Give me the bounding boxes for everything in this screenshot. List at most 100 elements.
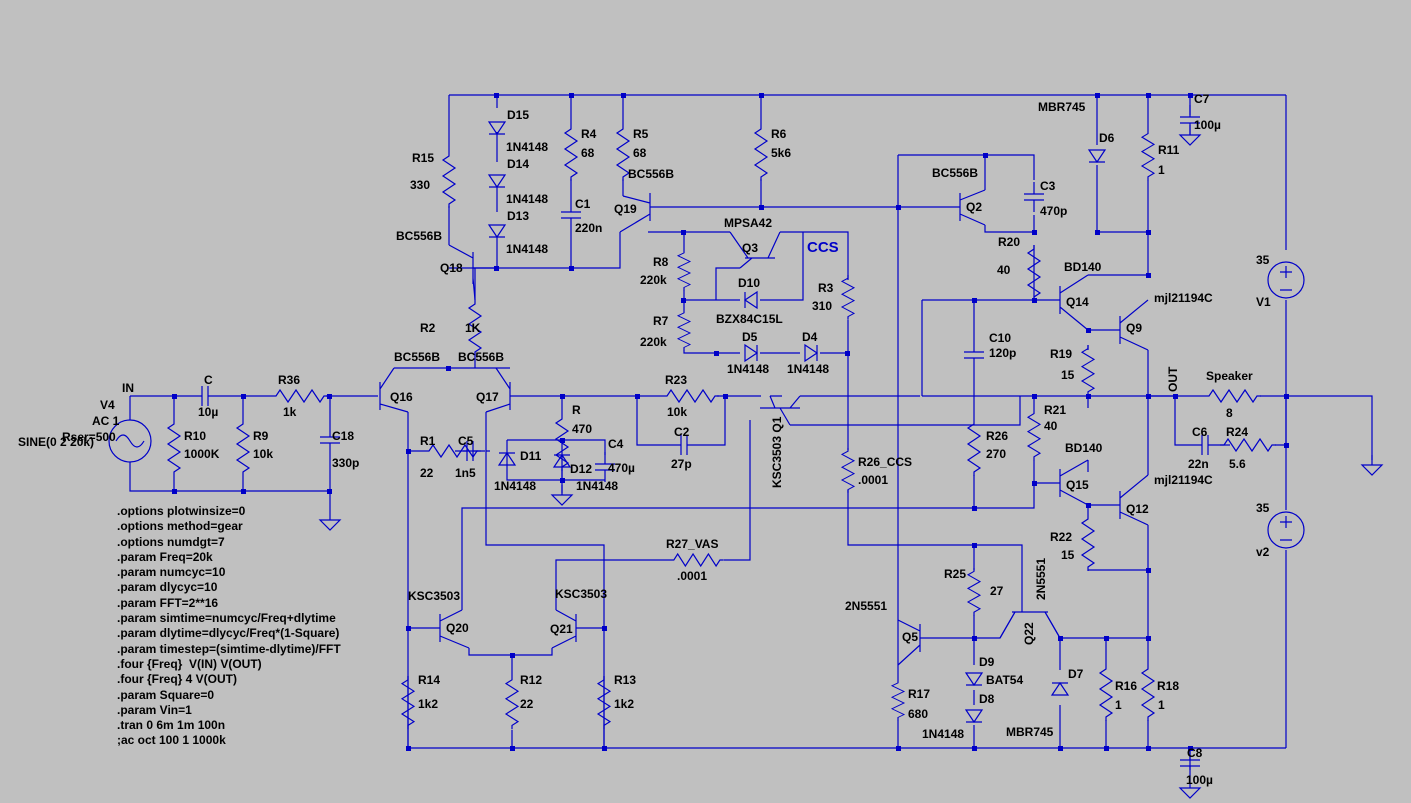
capacitor-c <box>189 385 221 407</box>
transistor-q18 <box>448 244 497 301</box>
d14-value: 1N4148 <box>506 192 548 206</box>
d11-label: D11 <box>520 449 542 463</box>
r3-label: R3 <box>818 281 834 295</box>
directive-line: .param numcyc=10 <box>117 565 226 580</box>
c-label: C <box>204 373 213 387</box>
c10-label: C10 <box>989 331 1011 345</box>
r10-value: 1000K <box>184 447 220 461</box>
r7-label: R7 <box>653 314 669 328</box>
directive-line: .param simtime=numcyc/Freq+dlytime <box>117 611 336 626</box>
q3-value: MPSA42 <box>724 216 772 230</box>
transistor-q17 <box>485 367 511 413</box>
v1-label: V1 <box>1256 295 1271 309</box>
r25-label: R25 <box>944 567 966 581</box>
r20-label: R20 <box>998 235 1020 249</box>
r14-value: 1k2 <box>418 697 438 711</box>
transistor-q22 <box>999 608 1061 639</box>
r22-value: 15 <box>1061 548 1075 562</box>
r2-label: R2 <box>420 321 436 335</box>
q16-value: BC556B <box>394 350 440 364</box>
junctions <box>172 93 1289 751</box>
c8-label: C8 <box>1187 746 1203 760</box>
c2-label: C2 <box>674 425 690 439</box>
q20-label: Q20 <box>446 621 469 635</box>
transistor-q21 <box>551 609 577 649</box>
c3-label: C3 <box>1040 179 1056 193</box>
d12-value: 1N4148 <box>576 479 618 493</box>
q9-label: Q9 <box>1126 321 1142 335</box>
resistor-r16 <box>1099 664 1113 722</box>
r27-vas-label: R27_VAS <box>666 537 718 551</box>
transistor-q15 <box>1059 459 1089 506</box>
r8-value: 220k <box>640 273 667 287</box>
c5-label: C5 <box>458 434 474 448</box>
transistor-q2 <box>959 189 986 226</box>
resistor-r3 <box>841 274 855 321</box>
directive-line: ;ac oct 100 1 1000k <box>117 733 226 748</box>
q9-value: mjl21194C <box>1154 291 1213 305</box>
q1-label: KSC3503 Q1 <box>770 416 784 488</box>
source-v1 <box>1267 261 1305 299</box>
resistor-r7 <box>677 309 691 351</box>
ccs-label: CCS <box>807 239 839 256</box>
c4-value: 470µ <box>608 461 635 475</box>
q19-label: Q19 <box>614 202 637 216</box>
resistor-r11 <box>1141 129 1155 181</box>
c1-value: 220n <box>575 221 602 235</box>
c6-label: C6 <box>1192 425 1208 439</box>
r2-value: 1K <box>465 321 481 335</box>
r6-label: R6 <box>771 127 787 141</box>
resistor-r18 <box>1141 664 1155 722</box>
r7-value: 220k <box>640 335 667 349</box>
resistor-r10 <box>167 419 181 477</box>
c18-label: C18 <box>332 429 354 443</box>
v4-rser-label: Rser=500 <box>62 430 116 444</box>
r25-value: 27 <box>990 584 1004 598</box>
r21-label: R21 <box>1044 403 1066 417</box>
diode-d4 <box>804 344 818 362</box>
c1-label: C1 <box>575 197 591 211</box>
v4-ac-label: AC 1 <box>92 414 120 428</box>
d15-value: 1N4148 <box>506 140 548 154</box>
transistor-q5 <box>897 619 921 666</box>
q22-value: 2N5551 <box>1034 558 1048 600</box>
directive-line: .param dlycyc=10 <box>117 580 218 595</box>
v2-label: v2 <box>1256 545 1270 559</box>
q14-label: Q14 <box>1066 295 1089 309</box>
resistor-r15 <box>442 151 456 209</box>
q19-value: BC556B <box>628 167 674 181</box>
d13-label: D13 <box>507 209 529 223</box>
r4-value: 68 <box>581 146 595 160</box>
resistor-speaker <box>1204 389 1262 403</box>
diode-d10 <box>744 291 758 309</box>
diode-d14 <box>488 174 506 188</box>
diode-d9 <box>965 672 983 686</box>
speaker-label: Speaker <box>1206 369 1253 383</box>
q15-value: BD140 <box>1065 441 1103 455</box>
q16-label: Q16 <box>390 390 413 404</box>
d4-value: 1N4148 <box>787 362 829 376</box>
diode-d13 <box>488 224 506 238</box>
ground-d12 <box>551 484 573 506</box>
resistor-r27-vas <box>669 553 725 567</box>
spice-directives: .options plotwinsize=0 .options method=g… <box>117 504 341 749</box>
r36-value: 1k <box>283 405 297 419</box>
transistor-q20 <box>439 609 470 649</box>
r13-label: R13 <box>614 673 636 687</box>
directive-line: .options plotwinsize=0 <box>117 504 246 518</box>
d8-value: 1N4148 <box>922 727 964 741</box>
c5-value: 1n5 <box>455 466 476 480</box>
r8-label: R8 <box>653 255 669 269</box>
resistor-r12 <box>505 675 519 730</box>
r19-value: 15 <box>1061 368 1075 382</box>
resistor-r4 <box>564 124 578 182</box>
c-value: 10µ <box>198 405 218 419</box>
d4-label: D4 <box>802 330 818 344</box>
r13-value: 1k2 <box>614 697 634 711</box>
v4-sine-label: SINE(0 2 20k) <box>18 435 94 449</box>
q21-value: KSC3503 <box>555 587 607 601</box>
labels: IN OUT CCS V4 AC 1 Rser=500 SINE(0 2 20k… <box>18 92 1271 787</box>
q5-label: Q5 <box>902 630 918 644</box>
d8-label: D8 <box>979 692 995 706</box>
directive-line: .tran 0 6m 1m 100n <box>117 718 226 733</box>
